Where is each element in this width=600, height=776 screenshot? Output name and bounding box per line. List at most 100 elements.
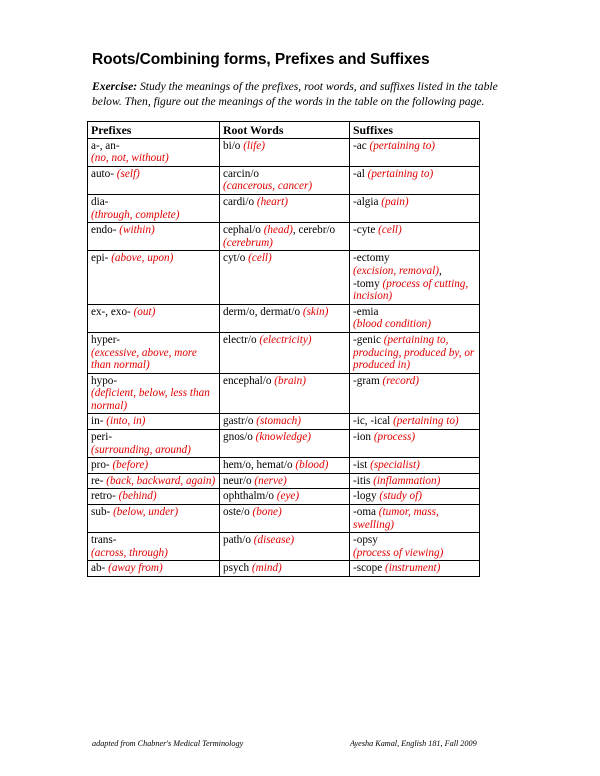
term-meaning: (knowledge) bbox=[255, 431, 311, 444]
suffix-cell: -opsy(process of viewing) bbox=[349, 532, 480, 562]
term-meaning: (electricity) bbox=[259, 333, 312, 346]
term-text: hypo- bbox=[91, 374, 118, 387]
term-text: -oma bbox=[353, 506, 379, 519]
term-text: in- bbox=[91, 415, 107, 428]
term-text: electr/o bbox=[223, 333, 260, 346]
prefix-cell: a-, an-(no, not, without) bbox=[87, 137, 220, 167]
term-meaning: (no, not, without) bbox=[91, 152, 169, 165]
term-meaning: (behind) bbox=[118, 490, 157, 503]
root-word-cell: cyt/o (cell) bbox=[219, 250, 350, 305]
term-text: ab- bbox=[91, 562, 109, 575]
term-text: derm/o, dermat/o bbox=[223, 305, 303, 318]
suffix-cell: -oma (tumor, mass, swelling) bbox=[349, 504, 480, 534]
term-text: -emia bbox=[353, 305, 379, 318]
term-meaning: (back, backward, again) bbox=[106, 474, 216, 487]
footer-source: adapted from Chabner's Medical Terminolo… bbox=[92, 739, 244, 748]
term-meaning: (tumor, mass, swelling) bbox=[353, 506, 439, 531]
term-text: -algia bbox=[353, 195, 382, 208]
term-text: , bbox=[438, 264, 442, 277]
prefix-cell: pro- (before) bbox=[87, 457, 220, 474]
root-word-cell: encephal/o (brain) bbox=[219, 372, 350, 415]
exercise-instructions: Exercise: Study the meanings of the pref… bbox=[92, 79, 522, 109]
table-row: auto- (self)carcin/o(cancerous, cancer)-… bbox=[87, 165, 480, 195]
prefix-cell: ex-, exo- (out) bbox=[87, 303, 220, 333]
term-meaning: (below, under) bbox=[113, 506, 179, 519]
root-word-cell: cardi/o (heart) bbox=[219, 193, 350, 224]
term-text: oste/o bbox=[223, 506, 253, 519]
table-row: epi- (above, upon)cyt/o (cell)-ectomy(ex… bbox=[87, 250, 480, 305]
term-meaning: (skin) bbox=[302, 305, 329, 318]
prefix-cell: hypo-(deficient, below, less than normal… bbox=[87, 372, 220, 415]
header-row: Prefixes Root Words Suffixes bbox=[87, 121, 480, 139]
term-text: epi- bbox=[91, 252, 112, 265]
root-word-cell: ophthalm/o (eye) bbox=[219, 488, 350, 506]
root-word-cell: carcin/o(cancerous, cancer) bbox=[219, 165, 350, 195]
term-meaning: (pertaining to) bbox=[367, 167, 434, 180]
term-meaning: (stomach) bbox=[256, 415, 301, 428]
suffix-cell: -algia (pain) bbox=[349, 193, 480, 224]
table-row: in- (into, in)gastr/o (stomach)-ic, -ica… bbox=[87, 413, 480, 431]
root-word-cell: oste/o (bone) bbox=[219, 504, 350, 534]
term-meaning: (cell) bbox=[248, 252, 272, 265]
suffix-cell: -al (pertaining to) bbox=[349, 165, 480, 195]
term-meaning: (inflammation) bbox=[373, 474, 441, 487]
term-meaning: (blood condition) bbox=[353, 318, 431, 331]
prefix-cell: endo- (within) bbox=[87, 222, 220, 252]
prefix-cell: epi- (above, upon) bbox=[87, 250, 220, 305]
term-meaning: (process) bbox=[373, 431, 416, 444]
term-text: cardi/o bbox=[223, 195, 257, 208]
term-text: peri- bbox=[91, 431, 113, 444]
term-text: carcin/o bbox=[223, 167, 260, 180]
footer-author: Ayesha Kamal, English 181, Fall 2009 bbox=[350, 739, 477, 748]
term-text: trans- bbox=[91, 534, 117, 547]
term-text: pro- bbox=[91, 459, 113, 472]
table-row: pro- (before)hem/o, hemat/o (blood)-ist … bbox=[87, 457, 480, 474]
prefix-cell: hyper-(excessive, above, more than norma… bbox=[87, 331, 220, 374]
term-text: ophthalm/o bbox=[223, 490, 277, 503]
term-meaning: (excessive, above, more than normal) bbox=[91, 346, 197, 372]
term-text: hem/o, hemat/o bbox=[223, 459, 296, 472]
prefix-cell: retro- (behind) bbox=[87, 488, 220, 506]
prefix-cell: peri-(surrounding, around) bbox=[87, 429, 220, 459]
term-meaning: (self) bbox=[116, 167, 140, 180]
root-word-cell: electr/o (electricity) bbox=[219, 331, 350, 374]
term-meaning: (before) bbox=[112, 459, 149, 472]
term-text: -scope bbox=[353, 562, 385, 575]
table-row: a-, an-(no, not, without)bi/o (life)-ac … bbox=[87, 137, 480, 167]
page-title: Roots/Combining forms, Prefixes and Suff… bbox=[92, 51, 430, 68]
term-text: cephal/o bbox=[223, 224, 264, 237]
table-row: re- (back, backward, again)neur/o (nerve… bbox=[87, 472, 480, 490]
exercise-text: Study the meanings of the prefixes, root… bbox=[92, 80, 498, 108]
term-text: -tomy bbox=[353, 277, 383, 290]
root-word-cell: gnos/o (knowledge) bbox=[219, 429, 350, 459]
term-text: bi/o bbox=[223, 139, 244, 152]
term-text: -cyte bbox=[353, 224, 379, 237]
term-meaning: (pertaining to) bbox=[393, 415, 459, 428]
exercise-label: Exercise: bbox=[92, 80, 138, 93]
term-text: -gram bbox=[353, 374, 383, 387]
term-text: psych bbox=[223, 562, 252, 575]
prefix-cell: in- (into, in) bbox=[87, 413, 220, 431]
term-text: -genic bbox=[353, 333, 384, 346]
term-text: retro- bbox=[91, 490, 119, 503]
term-meaning: (through, complete) bbox=[91, 208, 180, 221]
table-row: ab- (away from)psych (mind)-scope (instr… bbox=[87, 560, 480, 577]
term-meaning: (process of viewing) bbox=[353, 546, 444, 559]
term-text: neur/o bbox=[223, 474, 255, 487]
term-meaning: (bone) bbox=[252, 506, 282, 519]
term-meaning: (cancerous, cancer) bbox=[223, 180, 313, 193]
term-text: cyt/o bbox=[223, 252, 249, 265]
term-meaning: (within) bbox=[119, 224, 155, 237]
table-row: dia-(through, complete)cardi/o (heart)-a… bbox=[87, 193, 480, 224]
suffix-cell: -scope (instrument) bbox=[349, 560, 480, 577]
term-meaning: (process of cutting, incision) bbox=[353, 277, 469, 303]
table-row: ex-, exo- (out)derm/o, dermat/o (skin)-e… bbox=[87, 303, 480, 333]
root-word-cell: derm/o, dermat/o (skin) bbox=[219, 303, 350, 333]
term-meaning: (pain) bbox=[381, 195, 409, 208]
root-word-cell: psych (mind) bbox=[219, 560, 350, 577]
term-text: , cerebr/o bbox=[292, 224, 336, 237]
term-text: -logy bbox=[353, 490, 380, 503]
terms-table: Prefixes Root Words Suffixes a-, an-(no,… bbox=[87, 121, 480, 577]
table-row: sub- (below, under)oste/o (bone)-oma (tu… bbox=[87, 504, 480, 534]
